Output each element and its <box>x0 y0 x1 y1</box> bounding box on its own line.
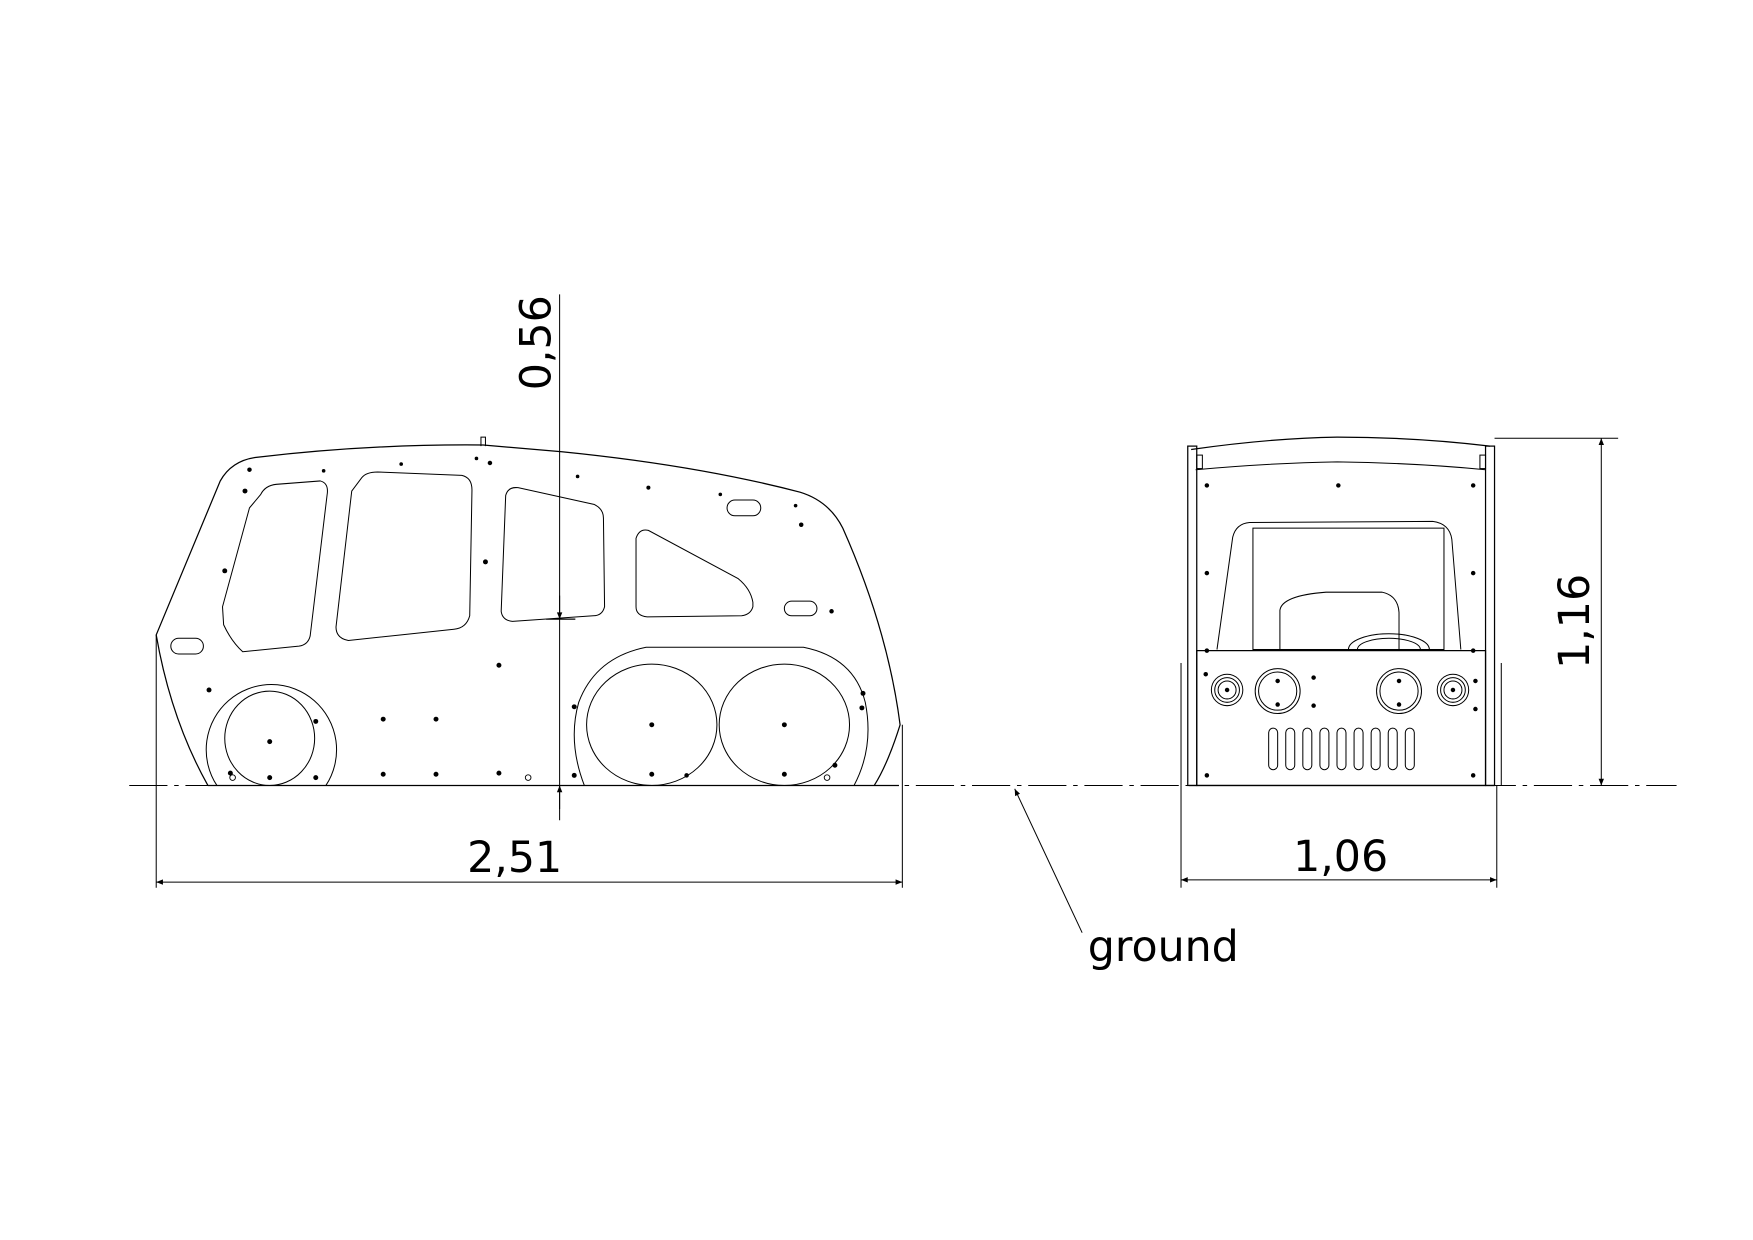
grille-slot <box>1387 727 1398 771</box>
roof-tab <box>480 436 486 447</box>
handle-slot <box>170 637 204 655</box>
ground-label: ground <box>1088 922 1239 972</box>
grille-slot <box>1268 727 1279 771</box>
rear-wheel-arch <box>573 646 869 786</box>
rear-wheel-2 <box>718 663 851 786</box>
window-3 <box>500 487 606 622</box>
headlights <box>1210 668 1470 715</box>
dimension-label: 1,16 <box>1550 574 1600 669</box>
front-wheel <box>224 690 316 786</box>
hood-panel <box>1196 650 1487 787</box>
grille-slot <box>1404 727 1415 771</box>
window-1 <box>221 480 328 653</box>
window-2 <box>335 471 473 642</box>
roof-inner <box>1195 461 1486 471</box>
headrest <box>1279 591 1400 650</box>
roof-bracket <box>1479 454 1487 470</box>
grille-slot <box>1319 727 1330 771</box>
seat-back <box>1216 520 1462 650</box>
grille <box>1268 727 1415 771</box>
dimension-label: 0,56 <box>512 295 562 390</box>
seat-inner <box>1252 527 1445 651</box>
dimension-label: 1,06 <box>1293 832 1388 882</box>
grille-slot <box>1302 727 1313 771</box>
height-dimension-056: 0,56 <box>512 294 576 821</box>
right-side-panel <box>1484 445 1496 787</box>
bolt-holes <box>1203 483 1478 778</box>
height-dimension-116: 1,16 <box>1494 437 1619 786</box>
grille-slot <box>1285 727 1296 771</box>
grille-slot <box>1336 727 1347 771</box>
front-wheel-arch <box>205 684 338 786</box>
rear-wheel-1 <box>586 663 718 786</box>
width-dimension-106: 1,06 <box>1180 785 1498 888</box>
ground-annotation: ground <box>1014 788 1239 972</box>
dimension-label: 2,51 <box>467 833 562 883</box>
side-view: 0,56 2,51 <box>155 294 903 888</box>
left-side-panel <box>1187 445 1198 787</box>
bolt-holes <box>206 456 866 781</box>
steering-wheel <box>1347 633 1430 650</box>
grille-slot <box>1353 727 1364 771</box>
front-view: 1,16 1,06 <box>1180 436 1619 888</box>
length-dimension-251: 2,51 <box>155 634 903 888</box>
roof-bracket <box>1196 454 1203 470</box>
grille-slot <box>1370 727 1381 771</box>
vehicle-body-outline <box>155 444 901 786</box>
handle-slot <box>726 499 762 517</box>
handle-slot <box>783 600 818 617</box>
roof-top <box>1191 436 1491 451</box>
window-4 <box>635 529 754 618</box>
